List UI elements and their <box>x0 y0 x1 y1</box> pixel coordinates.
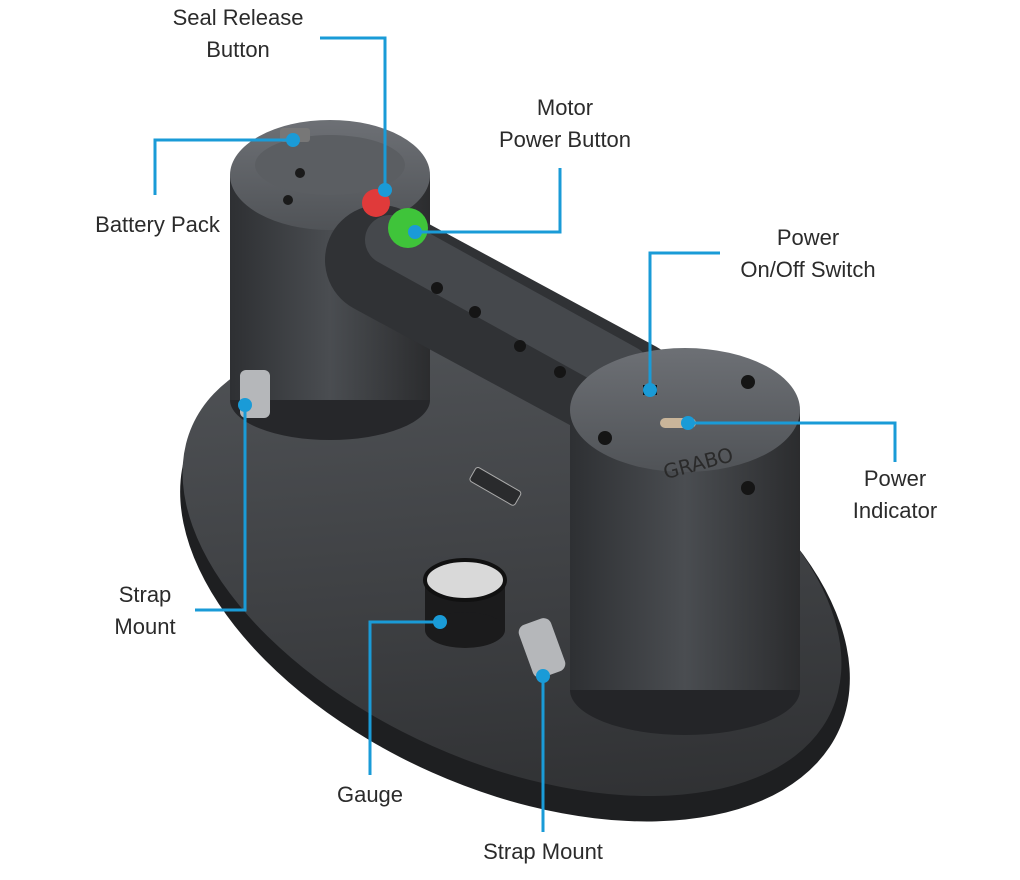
control-cylinder: GRABO <box>570 348 800 735</box>
battery-cylinder <box>230 120 430 440</box>
label-seal-release-button: Seal Release Button <box>158 2 318 66</box>
callout-dots <box>238 133 695 683</box>
gauge <box>423 558 507 648</box>
brand-plate <box>469 467 522 506</box>
label-line: Power <box>776 225 840 250</box>
label-line: Motor <box>536 95 594 120</box>
label-line: On/Off Switch <box>740 257 876 282</box>
label-power-indicator: Power Indicator <box>835 463 955 527</box>
motor-power-button[interactable] <box>388 208 428 248</box>
label-line: Power <box>863 466 927 491</box>
label-line: Gauge <box>336 782 404 807</box>
label-strap-mount-left: Strap Mount <box>95 579 195 643</box>
strap-mount-bottom <box>518 618 566 678</box>
label-line: Strap <box>118 582 172 607</box>
label-line: Power Button <box>498 127 632 152</box>
label-line: Mount <box>114 614 176 639</box>
label-motor-power-button: Motor Power Button <box>480 92 650 156</box>
label-gauge: Gauge <box>320 779 420 811</box>
callout-lines <box>153 36 897 832</box>
label-power-switch: Power On/Off Switch <box>718 222 898 286</box>
handle <box>325 205 685 450</box>
label-line: Button <box>206 37 270 62</box>
label-strap-mount-bottom: Strap Mount <box>463 836 623 868</box>
label-line: Battery Pack <box>95 212 220 237</box>
label-line: Indicator <box>852 498 938 523</box>
label-battery-pack: Battery Pack <box>80 209 235 241</box>
label-line: Strap Mount <box>483 839 603 864</box>
label-line: Seal Release <box>172 5 304 30</box>
